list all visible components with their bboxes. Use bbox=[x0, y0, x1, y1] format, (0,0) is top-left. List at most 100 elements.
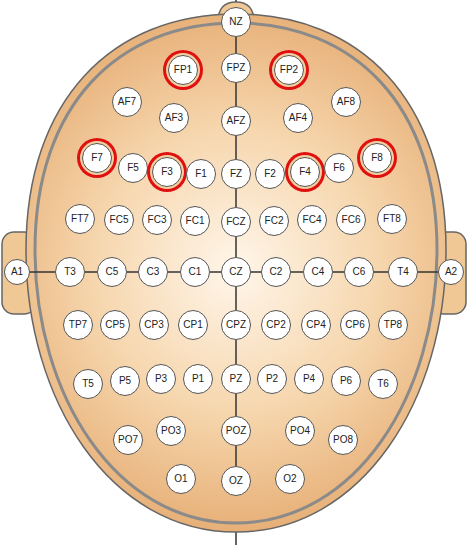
electrode-label: F7 bbox=[91, 153, 103, 163]
electrode-label: P3 bbox=[155, 374, 167, 384]
electrode-label: C4 bbox=[312, 267, 325, 277]
electrode-label: T6 bbox=[377, 379, 389, 389]
electrode-circle: O1 bbox=[166, 464, 196, 494]
electrode-circle: AF7 bbox=[112, 87, 142, 117]
electrode-circle: F8 bbox=[362, 143, 392, 173]
electrode-circle: FPZ bbox=[221, 53, 251, 83]
electrode-circle: P2 bbox=[257, 364, 287, 394]
electrode-label: CP3 bbox=[144, 320, 163, 330]
electrode-circle: F3 bbox=[152, 157, 182, 187]
electrode-label: C6 bbox=[353, 267, 366, 277]
electrode-label: FP1 bbox=[174, 65, 192, 75]
electrode-label: PO8 bbox=[333, 435, 353, 445]
electrode-label: T4 bbox=[397, 267, 409, 277]
electrode-label: AF3 bbox=[165, 113, 183, 123]
electrode-circle: FT8 bbox=[377, 204, 407, 234]
electrode-label: FC4 bbox=[303, 215, 322, 225]
electrode-label: F8 bbox=[371, 153, 383, 163]
electrode-circle: P3 bbox=[146, 364, 176, 394]
electrode-circle: C5 bbox=[97, 257, 127, 287]
electrode-circle: FC2 bbox=[259, 206, 289, 236]
electrode-label: T3 bbox=[64, 267, 76, 277]
electrode-circle: F1 bbox=[186, 159, 216, 189]
electrode-label: PZ bbox=[230, 374, 243, 384]
electrode-label: FZ bbox=[230, 169, 242, 179]
electrode-circle: P1 bbox=[183, 364, 213, 394]
electrode-circle: AFZ bbox=[221, 106, 251, 136]
electrode-circle: CP5 bbox=[100, 310, 130, 340]
electrode-circle: FC4 bbox=[297, 205, 327, 235]
electrode-label: PO7 bbox=[118, 435, 138, 445]
electrode-circle: AF4 bbox=[283, 103, 313, 133]
electrode-circle: FP2 bbox=[274, 55, 304, 85]
electrode-label: C5 bbox=[106, 267, 119, 277]
electrode-circle: PO4 bbox=[285, 416, 315, 446]
electrode-label: A2 bbox=[445, 267, 457, 277]
electrode-label: CPZ bbox=[226, 320, 246, 330]
electrode-label: F5 bbox=[127, 163, 139, 173]
reference-line bbox=[235, 136, 237, 159]
electrode-label: AF8 bbox=[337, 97, 355, 107]
electrode-label: F1 bbox=[195, 169, 207, 179]
electrode-circle: OZ bbox=[221, 466, 251, 496]
electrode-circle: CZ bbox=[221, 257, 251, 287]
electrode-circle: FC1 bbox=[180, 206, 210, 236]
electrode-circle: CP3 bbox=[139, 310, 169, 340]
electrode-circle: F4 bbox=[290, 157, 320, 187]
electrode-label: PO4 bbox=[290, 426, 310, 436]
reference-line bbox=[251, 271, 261, 273]
electrode-label: C1 bbox=[189, 267, 202, 277]
electrode-circle: T4 bbox=[388, 257, 418, 287]
electrode-label: FCZ bbox=[226, 217, 245, 227]
electrode-circle: PO8 bbox=[328, 425, 358, 455]
electrode-circle: T3 bbox=[55, 257, 85, 287]
electrode-label: AF7 bbox=[118, 97, 136, 107]
electrode-label: F4 bbox=[299, 167, 311, 177]
electrode-circle: AF3 bbox=[159, 103, 189, 133]
electrode-circle: FC3 bbox=[142, 205, 172, 235]
electrode-label: F2 bbox=[264, 169, 276, 179]
electrode-label: NZ bbox=[229, 17, 242, 27]
electrode-circle: PO3 bbox=[156, 416, 186, 446]
electrode-label: CZ bbox=[229, 267, 242, 277]
reference-line bbox=[235, 340, 237, 364]
electrode-label: AFZ bbox=[227, 116, 246, 126]
electrode-circle: C4 bbox=[303, 257, 333, 287]
reference-line bbox=[30, 271, 55, 273]
electrode-label: F3 bbox=[161, 167, 173, 177]
electrode-circle: C6 bbox=[344, 257, 374, 287]
electrode-circle: C2 bbox=[261, 257, 291, 287]
electrode-circle: FP1 bbox=[168, 55, 198, 85]
electrode-circle: FCZ bbox=[221, 207, 251, 237]
electrode-circle: FC6 bbox=[336, 205, 366, 235]
electrode-circle: P5 bbox=[110, 366, 140, 396]
reference-line bbox=[210, 271, 221, 273]
reference-line bbox=[418, 271, 438, 273]
electrode-circle: CP2 bbox=[261, 310, 291, 340]
electrode-circle: F7 bbox=[82, 143, 112, 173]
electrode-circle: CP1 bbox=[178, 310, 208, 340]
reference-line bbox=[235, 394, 237, 416]
reference-line bbox=[235, 287, 237, 310]
electrode-label: CP1 bbox=[183, 320, 202, 330]
electrode-label: FC6 bbox=[342, 215, 361, 225]
reference-line bbox=[85, 271, 97, 273]
electrode-circle: FC5 bbox=[104, 205, 134, 235]
electrode-label: T5 bbox=[82, 379, 94, 389]
electrode-label: O2 bbox=[283, 474, 296, 484]
electrode-label: C2 bbox=[270, 267, 283, 277]
electrode-label: PO3 bbox=[161, 426, 181, 436]
electrode-circle: P6 bbox=[331, 366, 361, 396]
electrode-label: F6 bbox=[333, 163, 345, 173]
reference-line bbox=[235, 37, 237, 53]
electrode-circle: F6 bbox=[324, 153, 354, 183]
electrode-circle: F5 bbox=[118, 153, 148, 183]
electrode-circle: A2 bbox=[438, 259, 464, 285]
electrode-circle: T6 bbox=[368, 369, 398, 399]
electrode-label: CP5 bbox=[105, 320, 124, 330]
electrode-label: CP4 bbox=[306, 320, 325, 330]
electrode-label: A1 bbox=[11, 267, 23, 277]
electrode-label: FC5 bbox=[110, 215, 129, 225]
electrode-circle: F2 bbox=[255, 159, 285, 189]
